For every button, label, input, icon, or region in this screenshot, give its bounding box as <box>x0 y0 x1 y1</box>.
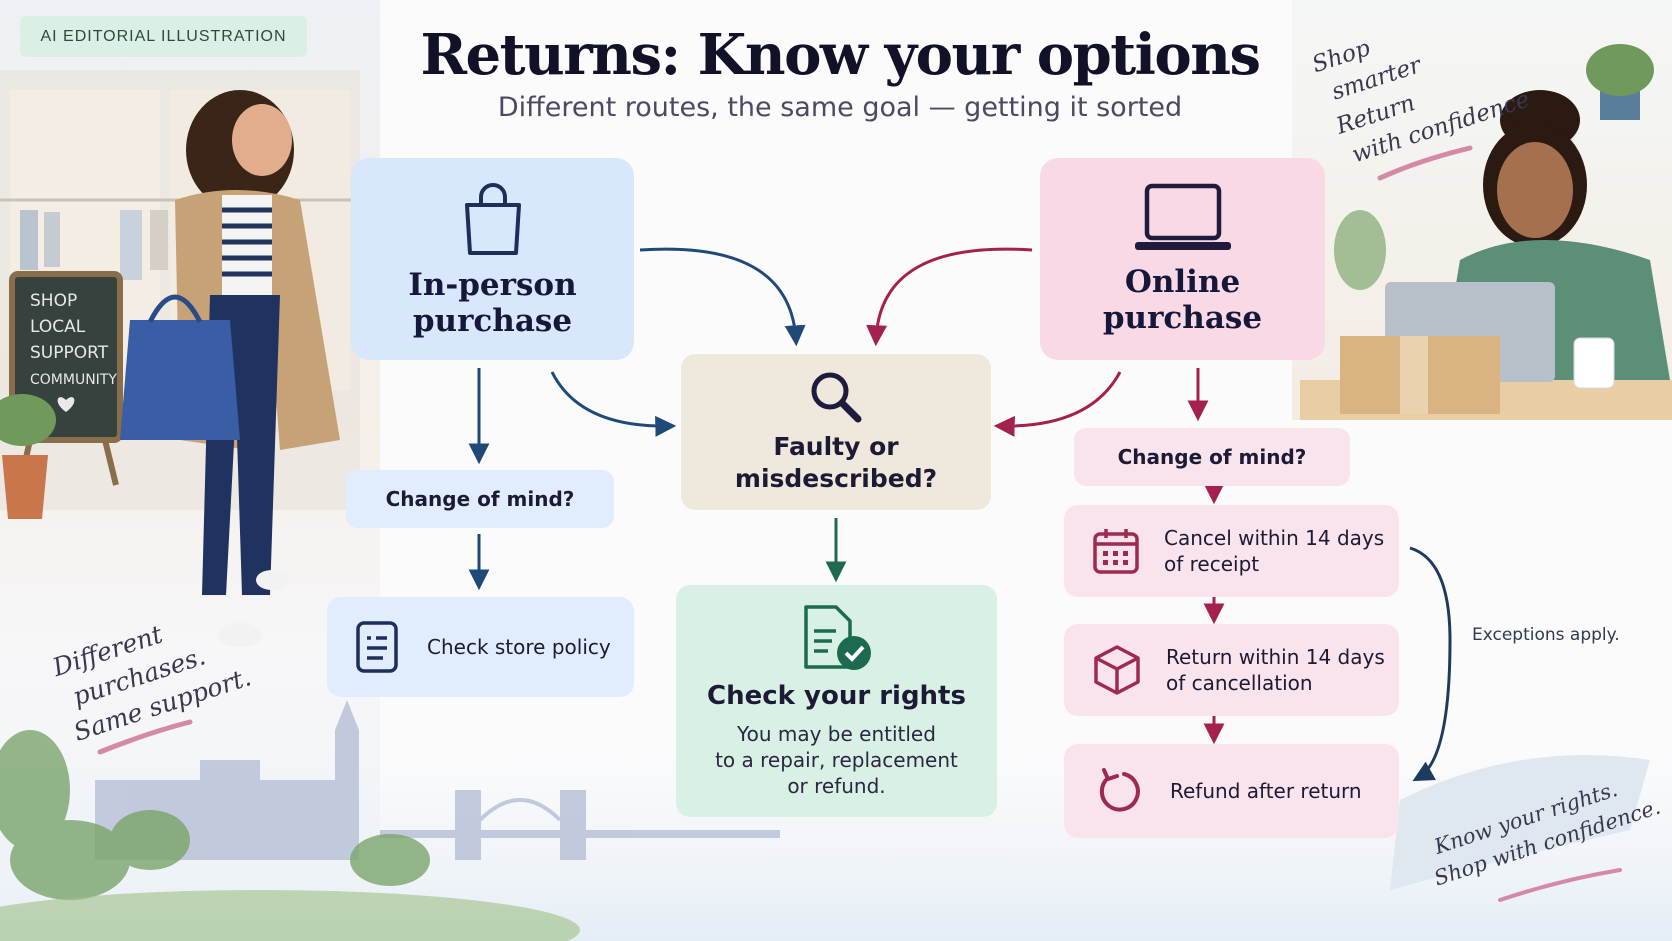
arrow-online-to-faulty-top <box>866 247 1033 347</box>
faulty-line2: misdescribed? <box>734 464 938 493</box>
return-line1: Return within 14 days <box>1166 645 1385 669</box>
chalkboard-line-2: LOCAL <box>30 317 86 337</box>
arrow-inperson-to-faulty-top <box>639 247 806 347</box>
page-title: Returns: Know your options <box>420 22 1261 88</box>
in-person-purchase-card: In-person purchase <box>351 158 634 360</box>
cancel-line1: Cancel within 14 days <box>1164 526 1385 550</box>
refund-arrow-icon <box>1099 768 1140 812</box>
document-check-icon <box>803 605 871 670</box>
calendar-icon <box>1093 529 1139 574</box>
checklist-icon <box>356 621 398 673</box>
online-change-label: Change of mind? <box>1117 445 1307 469</box>
check-store-policy-card: Check store policy <box>327 597 634 697</box>
refund-after-return-card: Refund after return <box>1064 744 1399 838</box>
refund-label: Refund after return <box>1170 779 1362 803</box>
rights-line2: to a repair, replacement <box>715 748 958 772</box>
arrow-online-to-faulty-side <box>993 371 1122 437</box>
faulty-misdescribed-card: Faulty or misdescribed? <box>681 354 991 510</box>
in-person-title-line1: In-person <box>408 267 577 303</box>
rights-line3: or refund. <box>787 774 886 798</box>
online-change-of-mind: Change of mind? <box>1074 428 1350 486</box>
chalkboard-line-1: SHOP <box>30 291 77 311</box>
editorial-tag: AI EDITORIAL ILLUSTRATION <box>20 16 307 57</box>
online-purchase-card: Online purchase <box>1040 158 1325 360</box>
exceptions-bracket <box>1409 546 1452 782</box>
rights-title: Check your rights <box>707 681 966 711</box>
page-subtitle: Different routes, the same goal — gettin… <box>497 92 1183 123</box>
in-person-change-label: Change of mind? <box>385 487 575 511</box>
magnifier-icon <box>811 372 862 423</box>
rights-line1: You may be entitled <box>737 722 936 746</box>
return-line2: of cancellation <box>1166 671 1313 695</box>
in-person-title-line2: purchase <box>412 303 573 339</box>
online-title-line2: purchase <box>1102 300 1263 336</box>
chalkboard-line-3: SUPPORT <box>30 343 109 363</box>
cancel-line2: of receipt <box>1164 552 1260 576</box>
box-icon <box>1094 645 1140 695</box>
check-your-rights-card: Check your rights You may be entitled to… <box>676 585 997 817</box>
return-within-14-days-card: Return within 14 days of cancellation <box>1064 624 1399 716</box>
shopper-illustration <box>120 90 340 647</box>
arrow-inperson-to-faulty-side <box>550 371 677 437</box>
laptop-icon <box>1134 183 1231 250</box>
chalkboard-line-4: COMMUNITY <box>30 372 117 388</box>
faulty-line1: Faulty or <box>773 432 899 461</box>
online-shopper-illustration <box>1300 44 1672 420</box>
exceptions-note: Exceptions apply. <box>1472 625 1620 645</box>
in-person-change-of-mind: Change of mind? <box>346 470 614 528</box>
cancel-within-14-days-card: Cancel within 14 days of receipt <box>1064 505 1399 597</box>
online-title-line1: Online <box>1124 264 1241 300</box>
check-store-policy-label: Check store policy <box>427 635 611 659</box>
shopping-bag-icon <box>464 183 521 255</box>
